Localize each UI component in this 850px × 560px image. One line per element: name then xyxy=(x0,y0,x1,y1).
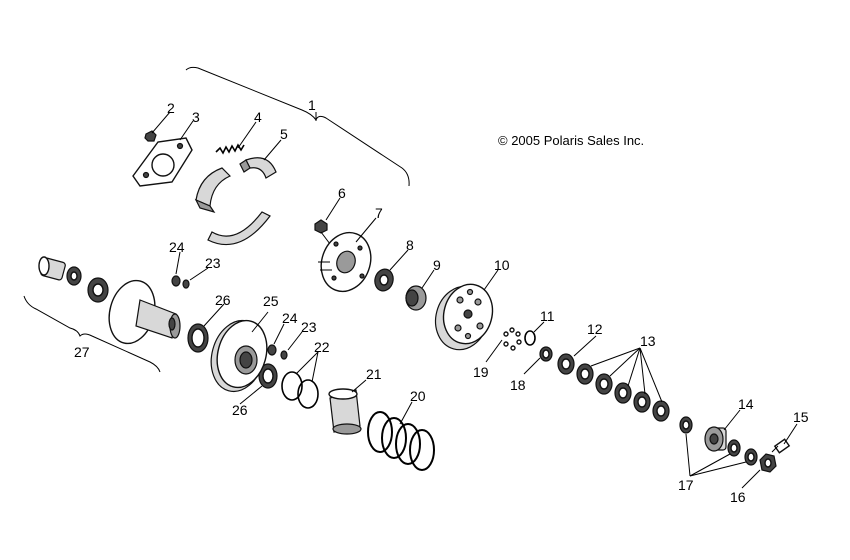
part-6-nut xyxy=(314,219,331,245)
part-13-shims xyxy=(576,363,670,422)
leader-lines xyxy=(151,111,798,489)
callout-5: 5 xyxy=(280,126,288,142)
callout-22: 22 xyxy=(314,339,330,355)
part-20-springs xyxy=(367,411,435,471)
part-3-plate xyxy=(132,137,193,187)
part-27-shaft-assembly xyxy=(38,256,181,345)
part-19-balls xyxy=(503,327,522,351)
callout-26a: 26 xyxy=(215,292,231,308)
callout-24b: 24 xyxy=(282,310,298,326)
callout-1: 1 xyxy=(308,97,316,113)
part-12-washer xyxy=(557,353,575,375)
part-25-sheave xyxy=(210,319,268,393)
part-24-roller-b xyxy=(267,344,277,356)
part-10-drum xyxy=(434,283,494,351)
part-23-pin-b xyxy=(280,350,288,360)
callout-6: 6 xyxy=(338,185,346,201)
callout-20: 20 xyxy=(410,388,426,404)
callout-26b: 26 xyxy=(232,402,248,418)
part-16-nut xyxy=(759,453,777,473)
callout-23b: 23 xyxy=(301,319,317,335)
callout-13: 13 xyxy=(640,333,656,349)
callout-14: 14 xyxy=(738,396,754,412)
part-18-washer xyxy=(539,346,553,362)
part-17-bearings xyxy=(679,416,758,466)
callout-9: 9 xyxy=(433,257,441,273)
part-22-rings xyxy=(281,371,319,409)
callout-11: 11 xyxy=(540,308,555,324)
part-11-clip xyxy=(524,330,536,346)
callout-25: 25 xyxy=(263,293,279,309)
part-7-hub xyxy=(318,231,372,293)
part-21-sleeve xyxy=(328,388,362,435)
copyright-notice: © 2005 Polaris Sales Inc. xyxy=(498,133,644,148)
bracket-group-1 xyxy=(185,66,410,187)
callout-18: 18 xyxy=(510,377,526,393)
part-4-spring xyxy=(215,143,245,155)
callout-10: 10 xyxy=(494,257,510,273)
callout-4: 4 xyxy=(254,109,262,125)
part-23-pin-a xyxy=(182,279,190,289)
callout-19: 19 xyxy=(473,364,489,380)
callout-17: 17 xyxy=(678,477,694,493)
callout-27: 27 xyxy=(74,344,90,360)
part-2-nut xyxy=(144,130,157,142)
part-8-bearing xyxy=(374,268,394,292)
callout-12: 12 xyxy=(587,321,603,337)
callout-7: 7 xyxy=(375,205,383,221)
callout-21: 21 xyxy=(366,366,382,382)
callout-24a: 24 xyxy=(169,239,185,255)
callout-16: 16 xyxy=(730,489,746,505)
callout-3: 3 xyxy=(192,109,200,125)
bracket-group-27 xyxy=(23,295,161,373)
callout-labels: 1 2 3 4 5 6 7 8 9 10 11 12 13 14 15 16 1… xyxy=(74,97,809,505)
callout-8: 8 xyxy=(406,237,414,253)
part-24-roller-a xyxy=(171,275,181,287)
part-9-collar xyxy=(405,285,427,311)
callout-15: 15 xyxy=(793,409,809,425)
part-26-bearing-b xyxy=(258,363,278,389)
part-14-gear xyxy=(704,426,727,452)
part-15-bolt xyxy=(771,438,791,454)
part-26-bearing-a xyxy=(187,323,209,353)
part-5-clutch-shoes xyxy=(194,157,277,246)
callout-23a: 23 xyxy=(205,255,221,271)
callout-2: 2 xyxy=(167,100,175,116)
